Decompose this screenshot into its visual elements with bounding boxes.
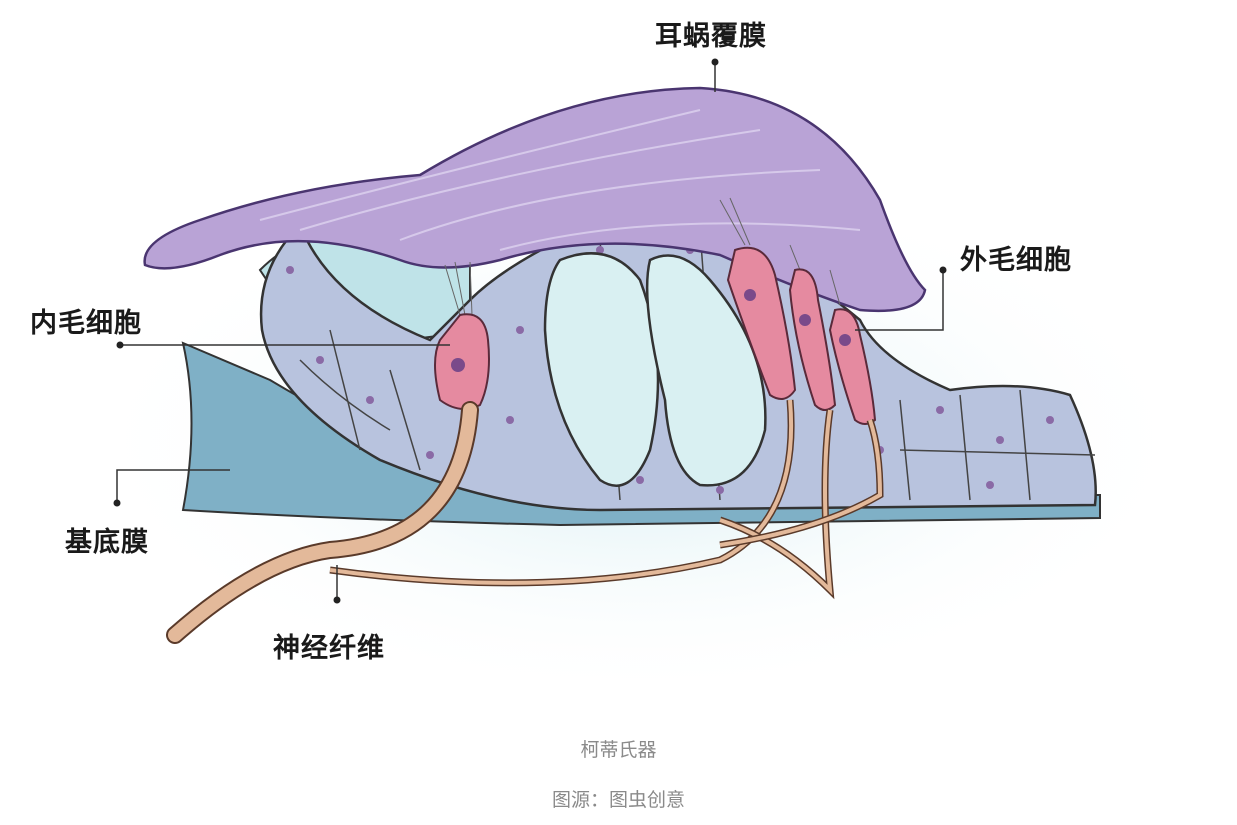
label-inner-hair-cell: 内毛细胞 bbox=[30, 308, 142, 339]
label-outer-hair-cells: 外毛细胞 bbox=[960, 245, 1072, 276]
label-basilar-membrane: 基底膜 bbox=[65, 527, 149, 558]
hair-cell-nuclei bbox=[451, 289, 851, 372]
label-nerve-fibers: 神经纤维 bbox=[273, 633, 385, 664]
pillar-cell-inner bbox=[543, 252, 660, 487]
label-tectorial-membrane: 耳蜗覆膜 bbox=[655, 21, 767, 52]
leader-lines bbox=[116, 62, 944, 600]
pillar-cell-outer bbox=[645, 254, 767, 487]
leader-dots bbox=[113, 58, 947, 604]
tectorial-fibers bbox=[259, 109, 861, 251]
image-source: 图源：图虫创意 bbox=[551, 789, 685, 811]
outer-hair-cell-2 bbox=[788, 268, 837, 411]
outer-hair-cell-1 bbox=[726, 246, 797, 400]
nerve-fibers bbox=[166, 399, 884, 644]
tectorial-membrane bbox=[143, 86, 927, 312]
stereocilia bbox=[444, 197, 841, 316]
figure-caption: 柯蒂氏器 bbox=[580, 739, 657, 761]
